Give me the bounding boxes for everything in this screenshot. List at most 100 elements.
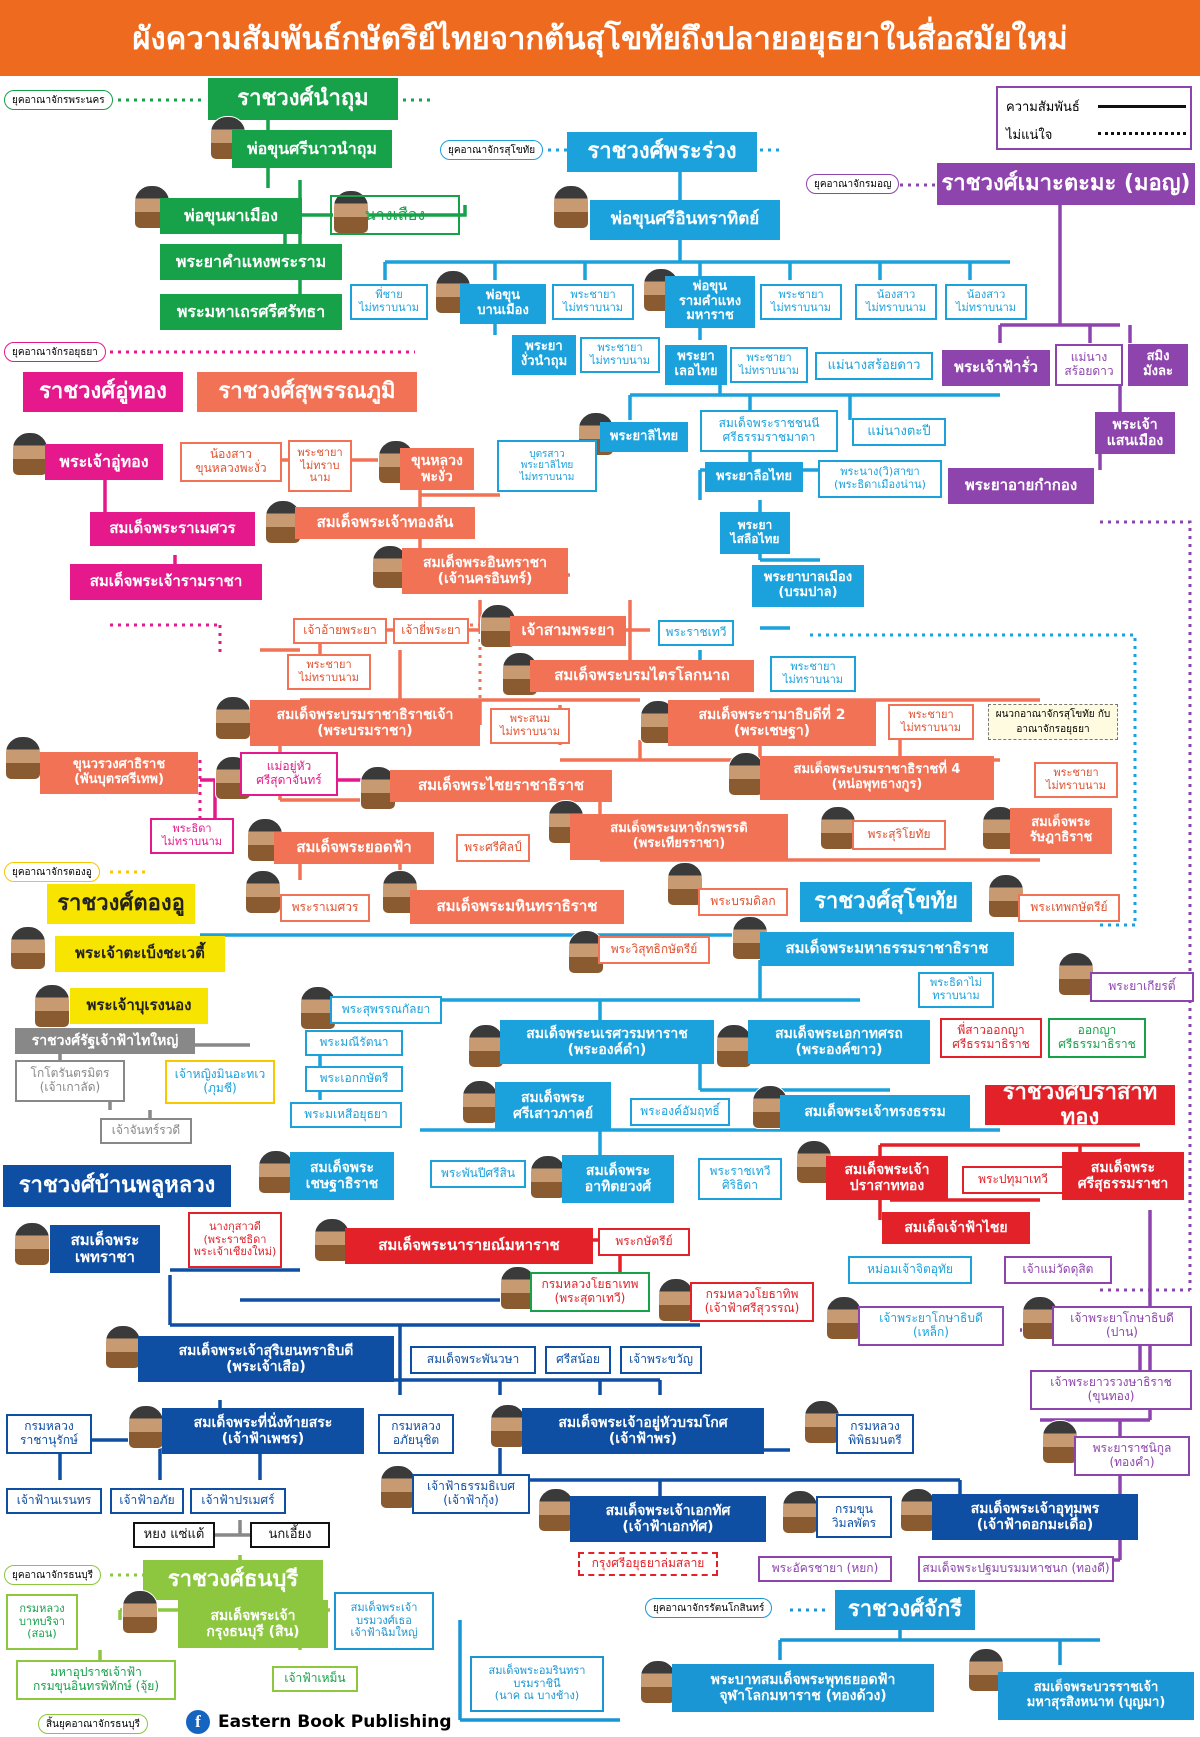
king-somdet-si-saowaphak: สมเด็จพระ ศรีเสาวภาคย์ <box>495 1082 611 1130</box>
person-phi-sao-okya: พี่สาวออกญา ศรีธรรมาธิราช <box>940 1018 1042 1058</box>
person-chaophraya-kosa-lek: เจ้าพระยาโกษาธิบดี (เหล็ก) <box>858 1306 1004 1346</box>
king-somdet-ramathibodi-2: สมเด็จพระรามาธิบดีที่ 2 (พระเชษฐา) <box>668 700 876 746</box>
person-nong-sao-khun-luang: น้องสาว ขุนหลวงพะงั่ว <box>180 442 282 482</box>
person-phra-phan-pi: พระพันปีศรีสิน <box>430 1160 526 1188</box>
king-phaya-ngua-nam-thum: พระยา งั่วนำถุม <box>512 335 576 375</box>
person-chao-chan-ruadi: เจ้าจันทร์รวดี <box>100 1118 192 1144</box>
king-somdet-intharacha: สมเด็จพระอินทราชา (เจ้านครอินทร์) <box>402 548 568 594</box>
person-phra-ramesuan: พระราเมศวร <box>280 894 370 922</box>
king-somdet-ratsada: สมเด็จพระ รัษฎาธิราช <box>1010 808 1112 854</box>
person-chaophraya-kosa-pan: เจ้าพระยาโกษาธิบดี (ปาน) <box>1052 1306 1192 1346</box>
king-pho-khun-si-nao: พ่อขุนศรีนาวนำถุม <box>232 130 392 168</box>
person-nong-sao: น้องสาว ไม่ทราบนาม <box>855 284 937 320</box>
publisher-credit: f Eastern Book Publishing <box>186 1710 452 1734</box>
person-phra-mani-rattana: พระมณีรัตนา <box>305 1030 403 1056</box>
legend-relation-label: ความสัมพันธ์ <box>1006 100 1080 115</box>
portrait-icon <box>640 1660 676 1704</box>
person-krom-luang-ratchanurak: กรมหลวง ราชานุรักษ์ <box>6 1414 92 1454</box>
person-phra-ong-kham: พระองค์อัมฤทธิ์ <box>630 1098 730 1126</box>
person-krom-khun-wimon: กรมขุน วิมลพัตร <box>816 1496 892 1538</box>
person-phi-chai: พี่ชาย ไม่ทราบนาม <box>350 284 428 320</box>
person-maha-upparat: มหาอุปราชเจ้าฟ้า กรมขุนอินทรพิทักษ์ (จุ้… <box>16 1660 176 1700</box>
king-somdet-ramesuan: สมเด็จพระราเมศวร <box>90 512 255 546</box>
person-krom-luang-yothathip: กรมหลวงโยธาทิพ (เจ้าฟ้าศรีสุวรรณ) <box>690 1282 814 1322</box>
person-phra-wisut-kasattri: พระวิสุทธิกษัตรีย์ <box>598 936 710 964</box>
era-mon: ยุคอาณาจักรมอญ <box>806 174 900 194</box>
king-somdet-mahinthrathirat: สมเด็จพระมหินทราธิราช <box>410 890 624 924</box>
era-phranakhon: ยุคอาณาจักรพระนคร <box>4 90 113 110</box>
king-somdet-borommaracha-3: สมเด็จพระบรมราชาธิราชเจ้า (พระบรมราชา) <box>250 700 480 746</box>
person-chao-fa-narenthon: เจ้าฟ้านเรนทร <box>6 1488 102 1514</box>
person-phra-mahesi: พระมเหสีอยุธยา <box>290 1102 402 1128</box>
king-phraya-lue-thai: พระยาลือไทย <box>705 462 803 492</box>
portrait-icon <box>462 1080 498 1124</box>
king-somdet-ramracha: สมเด็จพระเจ้ารามราชา <box>70 564 262 600</box>
king-somdet-taksin: สมเด็จพระเจ้า กรุงธนบุรี (สิน) <box>178 1600 328 1648</box>
king-somdet-yot-fa: สมเด็จพระยอดฟ้า <box>274 832 434 864</box>
king-somdet-chao-fa-chai: สมเด็จเจ้าฟ้าไชย <box>882 1212 1030 1244</box>
person-phra-sanom: พระสนม ไม่ทราบนาม <box>490 708 570 744</box>
person-somdet-chim-yai: สมเด็จพระเจ้า บรมวงศ์เธอ เจ้าฟ้าฉิมใหญ่ <box>334 1592 434 1650</box>
king-somdet-phetracha: สมเด็จพระ เพทราชา <box>50 1225 160 1273</box>
portrait-icon <box>667 862 703 906</box>
person-phra-ratchathewi: พระราชเทวี ศิริธิดา <box>698 1158 782 1200</box>
person-chao-yi-phraya: เจ้ายี่พระยา <box>393 618 469 644</box>
dynasty-prasatthong: ราชวงศ์ปราสาททอง <box>985 1085 1175 1125</box>
portrait-icon <box>122 1590 158 1634</box>
portrait-icon <box>105 1325 141 1369</box>
king-rama-1: พระบาทสมเด็จพระพุทธยอดฟ้า จุฬาโลกมหาราช … <box>672 1664 934 1712</box>
king-saming-mang-la: สมิง มังละ <box>1128 344 1188 386</box>
dynasty-mon: ราชวงศ์เมาะตะมะ (มอญ) <box>937 163 1195 205</box>
person-chao-ai-phraya: เจ้าอ้ายพระยา <box>293 618 387 644</box>
king-somdet-ekkathat: สมเด็จพระเจ้าเอกทัศ (เจ้าฟ้าเอกทัศ) <box>570 1496 766 1542</box>
king-phaya-loethai: พระยา เลอไทย <box>665 345 727 385</box>
portrait-icon <box>804 1400 840 1444</box>
person-phra-si-sin: พระศรีศิลป์ <box>456 834 530 862</box>
portrait-icon <box>468 1024 504 1068</box>
king-somdet-thai-sa: สมเด็จพระที่นั่งท้ายสระ (เจ้าฟ้าเพชร) <box>162 1408 364 1454</box>
king-somdet-chettha: สมเด็จพระ เชษฐาธิราช <box>290 1152 394 1200</box>
event-krung-si-fall: กรุงศรีอยุธยาล่มสลาย <box>578 1552 718 1576</box>
person-mae-nang-soi-dao: แม่นางสร้อยดาว <box>815 352 933 380</box>
person-khun-worawongsa: ขุนวรวงศาธิราช (พันบุตรศรีเทพ) <box>40 752 198 794</box>
era-rattanakosin: ยุคอาณาจักรรัตนโกสินทร์ <box>645 1598 773 1618</box>
person-phra-chaya: พระชายา ไม่ทราบนาม <box>760 284 842 320</box>
person-phra-kasattri: พระกษัตรีย์ <box>598 1228 690 1256</box>
dynasty-thonburi: ราชวงศ์ธนบุรี <box>143 1560 323 1600</box>
person-somdet-si-thamma: สมเด็จพระราชชนนี ศรีธรรมราชมาดา <box>700 410 838 452</box>
person-khotorn-tamit: โกโตรันตรมิตร (เจ้าเกาลัด) <box>15 1060 125 1102</box>
chart-title: ผังความสัมพันธ์กษัตริย์ไทยจากต้นสุโขทัยถ… <box>0 0 1200 76</box>
person-phra-suphankanlaya: พระสุพรรณกัลยา <box>330 996 442 1024</box>
portrait-icon <box>245 870 281 914</box>
king-somdet-ekathotsarot: สมเด็จพระเอกาทศรถ (พระองค์ขาว) <box>748 1020 930 1064</box>
king-somdet-naresuan: สมเด็จพระนเรศวรมหาราช (พระองค์ดำ) <box>500 1020 714 1064</box>
person-mom-chao-chit: หม่อมเจ้าจิตอุทัย <box>848 1256 972 1284</box>
king-somdet-trailokanat: สมเด็จพระบรมไตรโลกนาถ <box>530 660 754 692</box>
person-phra-akkharachaya: พระอัครชายา (หยก) <box>758 1556 892 1582</box>
dynasty-sukhothai: ราชวงศ์สุโขทัย <box>800 882 972 922</box>
king-pho-khun-si-inthrathit: พ่อขุนศรีอินทราทิตย์ <box>590 200 780 240</box>
dynasty-chakri: ราชวงศ์จักรี <box>835 1590 975 1630</box>
portrait-icon <box>728 752 764 796</box>
dynasty-taungoo: ราชวงศ์ตองอู <box>47 884 195 924</box>
person-phra-thida: พระธิดาไม่ ทราบนาม <box>918 972 994 1008</box>
person-nang-kusawadi: นางกุสาวดี (พระราชธิดา พระเจ้าเชียงใหม่) <box>188 1212 282 1268</box>
person-phra-chaya: พระชายา ไม่ทราบนาม <box>888 704 974 740</box>
king-chao-sam-phraya: เจ้าสามพระยา <box>510 616 626 646</box>
person-chao-fa-men: เจ้าฟ้าเหม็น <box>272 1666 358 1692</box>
king-phraya-sai-lue-thai: พระยา ไสลือไทย <box>720 512 790 554</box>
person-chao-phra-khwan: เจ้าพระขวัญ <box>620 1346 702 1374</box>
dynasty-uthong: ราชวงศ์อู่ทอง <box>23 372 183 412</box>
portrait-icon <box>1042 1420 1078 1464</box>
person-phraya-kiat: พระยาเกียรติ์ <box>1090 972 1194 1002</box>
king-phra-chao-fa-rua: พระเจ้าฟ้ารั่ว <box>942 350 1050 386</box>
king-somdet-borommakot: สมเด็จพระเจ้าอยู่หัวบรมโกศ (เจ้าฟ้าพร) <box>522 1408 764 1454</box>
era-thonburi: ยุคอาณาจักรธนบุรี <box>4 1565 102 1585</box>
king-somdet-chakkraphat: สมเด็จพระมหาจักรพรรดิ (พระเทียรราชา) <box>570 814 788 860</box>
king-somdet-narai: สมเด็จพระนารายณ์มหาราช <box>345 1228 593 1264</box>
portrait-icon <box>128 1405 164 1449</box>
person-phra-ek-kasattri: พระเอกกษัตรี <box>305 1066 403 1092</box>
person-chao-fa-thammathibet: เจ้าฟ้าธรรมธิเบศ (เจ้าฟ้ากุ้ง) <box>412 1474 530 1514</box>
person-phra-borom-dilok: พระบรมดิลก <box>698 888 788 916</box>
person-phra-ratchathewi: พระราชเทวี <box>658 620 734 646</box>
